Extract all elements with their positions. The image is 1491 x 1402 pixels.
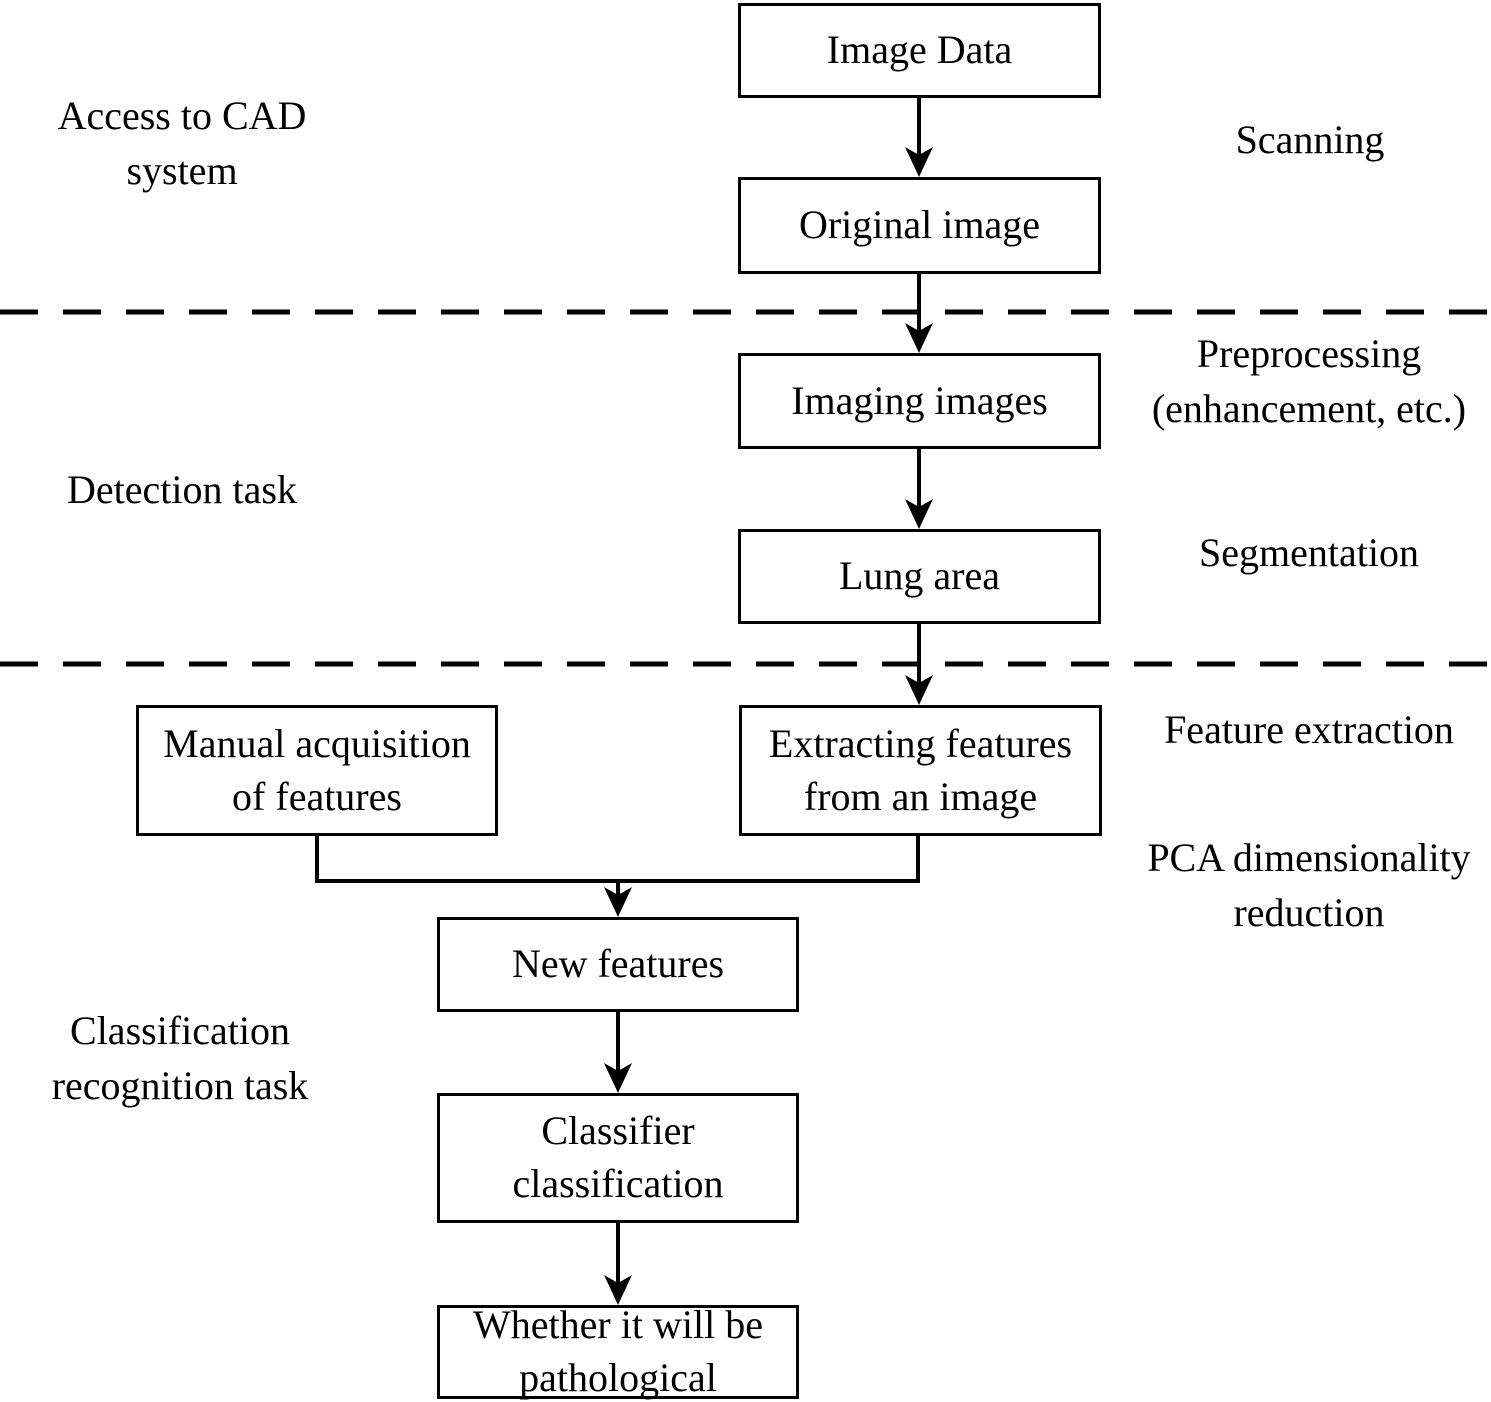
box-imaging-images: Imaging images — [738, 353, 1101, 449]
label-classification-recognition-task: Classification recognition task — [51, 1008, 309, 1109]
arrow-classifier-to-whether — [604, 1223, 632, 1305]
label-detection-task: Detection task — [67, 467, 297, 512]
box-whether-pathological: Whether it will be pathological — [437, 1302, 799, 1400]
box-new-features-label: New features — [511, 941, 725, 987]
box-imaging-images-label: Imaging images — [791, 377, 1048, 423]
box-image-data: Image Data — [738, 3, 1101, 98]
arrow-newfeatures-to-classifier — [604, 1012, 632, 1093]
box-image-data-label: Image Data — [826, 27, 1013, 73]
box-classifier-classification-label: Classifier classification — [512, 1108, 724, 1206]
box-extracting-features-label: Extracting features from an image — [768, 720, 1073, 819]
box-classifier-classification: Classifier classification — [437, 1093, 799, 1223]
label-preprocessing: Preprocessing (enhancement, etc.) — [1151, 331, 1467, 432]
box-new-features: New features — [437, 917, 799, 1012]
label-scanning: Scanning — [1235, 117, 1385, 162]
label-feature-extraction: Feature extraction — [1164, 707, 1454, 752]
box-whether-pathological-label: Whether it will be pathological — [473, 1302, 763, 1400]
merge-connector — [315, 836, 920, 883]
box-manual-acquisition: Manual acquisition of features — [136, 705, 498, 836]
box-lung-area: Lung area — [738, 529, 1101, 624]
arrow-lung-to-extracting — [905, 624, 933, 705]
arrow-imaging-to-lung — [905, 449, 933, 529]
arrow-original-to-imaging — [905, 273, 933, 353]
label-pca-dimensionality-reduction: PCA dimensionality reduction — [1147, 835, 1471, 936]
box-original-image-label: Original image — [798, 202, 1041, 248]
box-manual-acquisition-label: Manual acquisition of features — [163, 720, 471, 819]
box-original-image: Original image — [738, 177, 1101, 274]
label-segmentation: Segmentation — [1199, 530, 1419, 575]
label-access-to-cad-system: Access to CAD system — [57, 93, 307, 194]
arrow-imagedata-to-original — [905, 97, 933, 177]
arrow-merge-to-newfeatures — [604, 881, 632, 917]
box-extracting-features: Extracting features from an image — [739, 705, 1102, 836]
box-lung-area-label: Lung area — [838, 553, 1000, 599]
